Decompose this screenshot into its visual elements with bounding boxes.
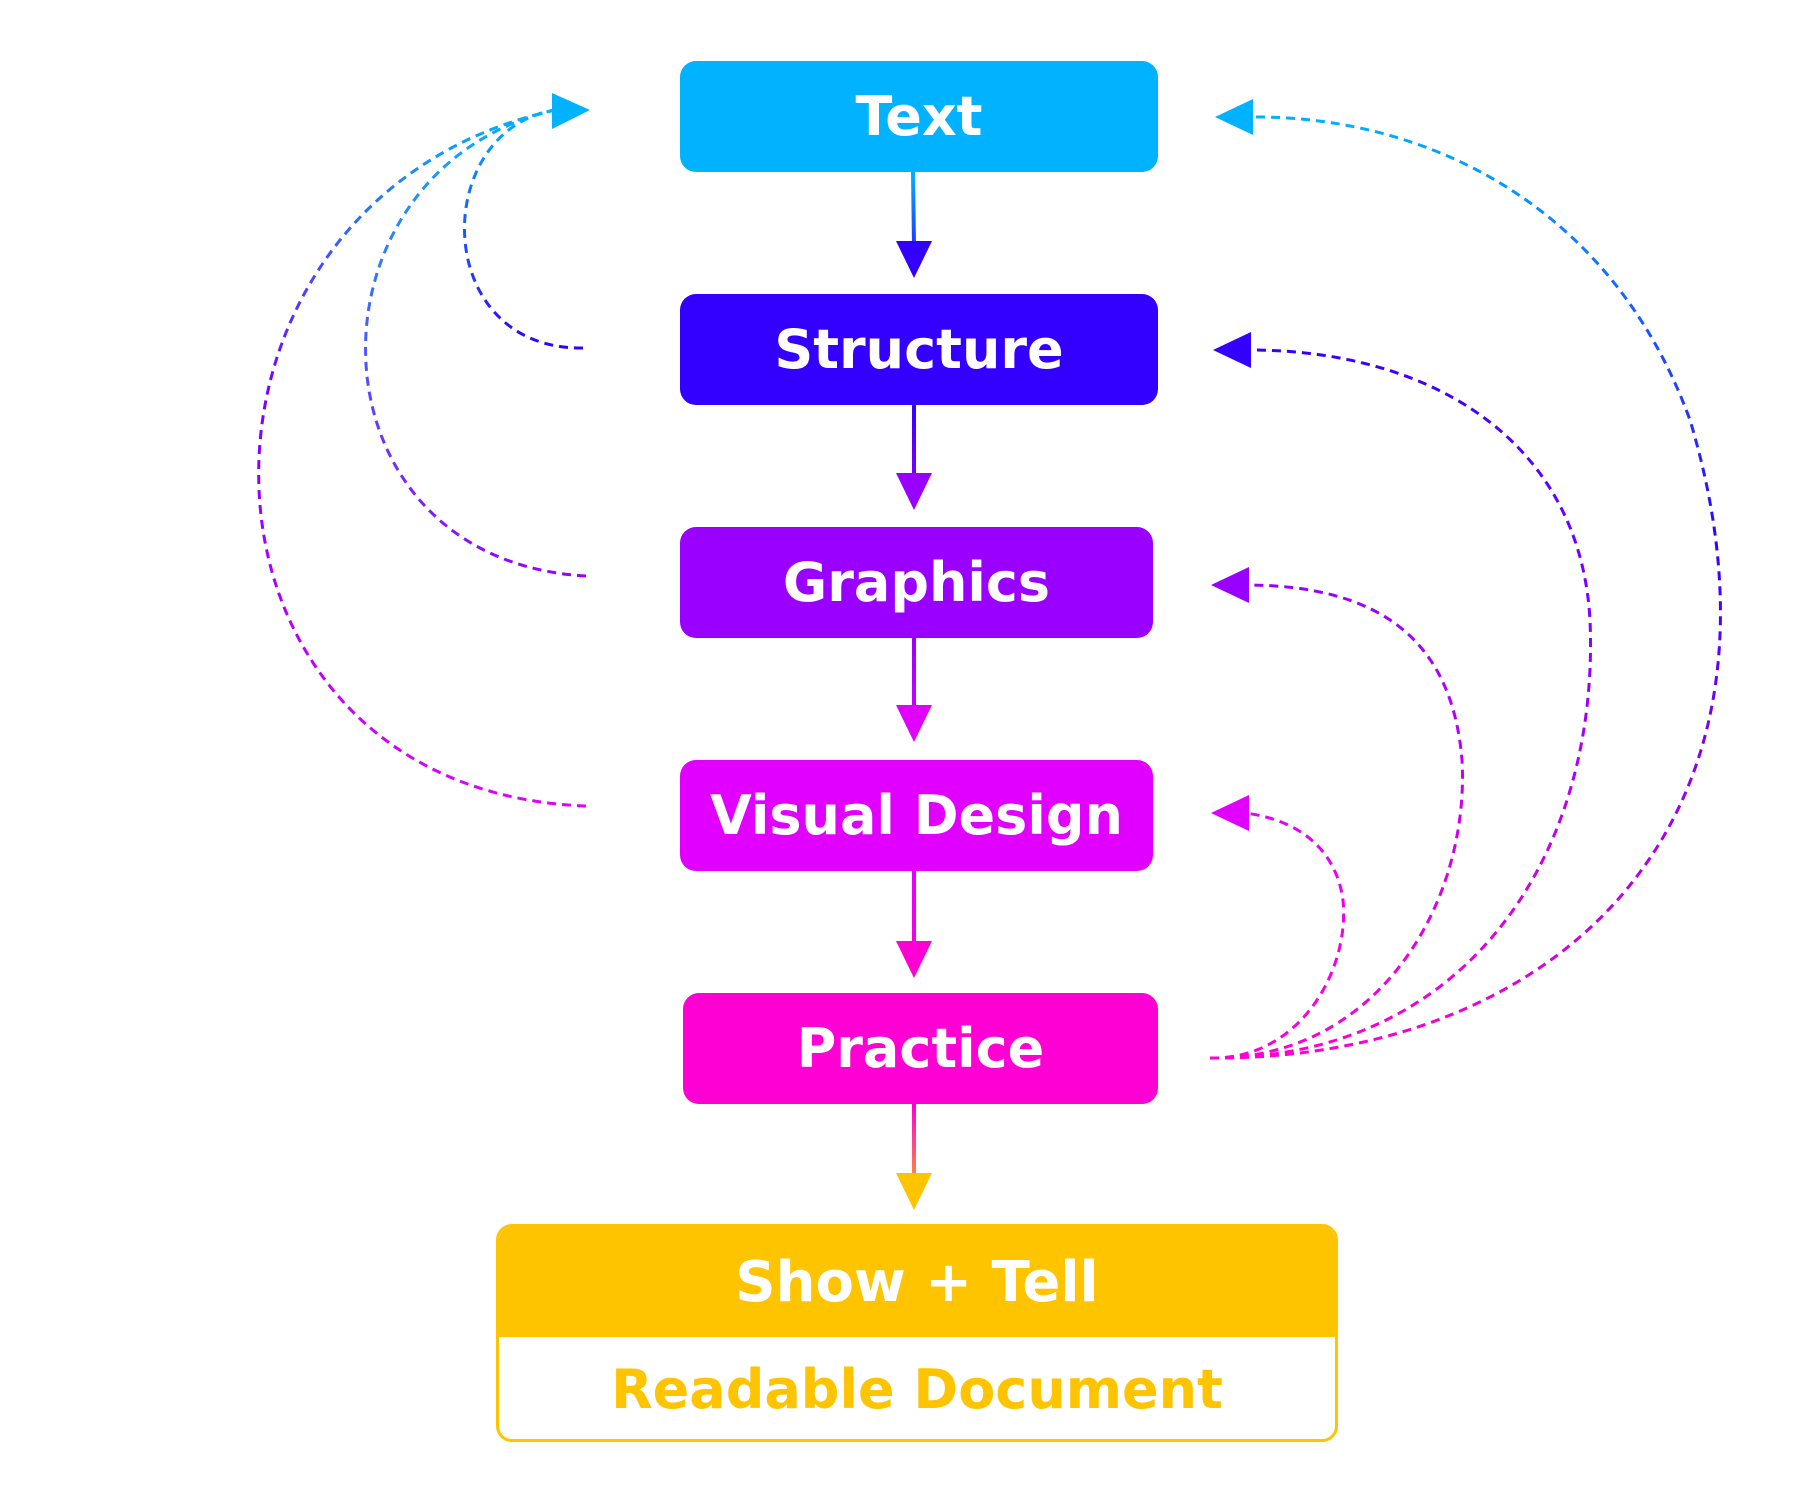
output-box: Show + Tell Readable Document xyxy=(496,1224,1338,1442)
feedback-arrowhead-text-right xyxy=(1215,99,1253,135)
feedback-arrowhead-structure xyxy=(1213,332,1251,368)
arrow-graphics-to-visual-design xyxy=(896,638,932,742)
output-subtitle: Readable Document xyxy=(611,1358,1223,1421)
feedback-arrowhead-text-left xyxy=(552,93,590,129)
feedback-practice-to-structure xyxy=(1209,348,1593,1060)
feedback-graphics-to-text xyxy=(364,108,587,578)
output-header: Show + Tell xyxy=(499,1227,1335,1337)
arrow-text-to-structure xyxy=(896,171,932,278)
feedback-arrowhead-visual-design xyxy=(1211,795,1249,831)
feedback-practice-to-graphics xyxy=(1209,583,1464,1060)
arrow-visual-design-to-practice xyxy=(896,871,932,978)
feedback-practice-to-text xyxy=(1209,115,1722,1060)
arrow-structure-to-graphics xyxy=(896,405,932,510)
feedback-visual-design-to-text xyxy=(257,108,587,808)
feedback-practice-to-visual-design xyxy=(1209,811,1346,1060)
output-title: Show + Tell xyxy=(735,1249,1099,1315)
step-graphics: Graphics xyxy=(680,527,1153,638)
step-visual-design-label: Visual Design xyxy=(710,784,1123,847)
step-practice: Practice xyxy=(683,993,1158,1104)
step-practice-label: Practice xyxy=(796,1017,1045,1080)
step-text-label: Text xyxy=(855,85,983,148)
step-text: Text xyxy=(680,61,1158,172)
step-graphics-label: Graphics xyxy=(782,551,1051,614)
arrow-practice-to-output xyxy=(896,1104,932,1210)
output-body: Readable Document xyxy=(499,1337,1335,1439)
step-structure: Structure xyxy=(680,294,1158,405)
feedback-arrowhead-graphics xyxy=(1211,567,1249,603)
step-visual-design: Visual Design xyxy=(680,760,1153,871)
step-structure-label: Structure xyxy=(774,318,1064,381)
feedback-structure-to-text xyxy=(462,108,584,350)
